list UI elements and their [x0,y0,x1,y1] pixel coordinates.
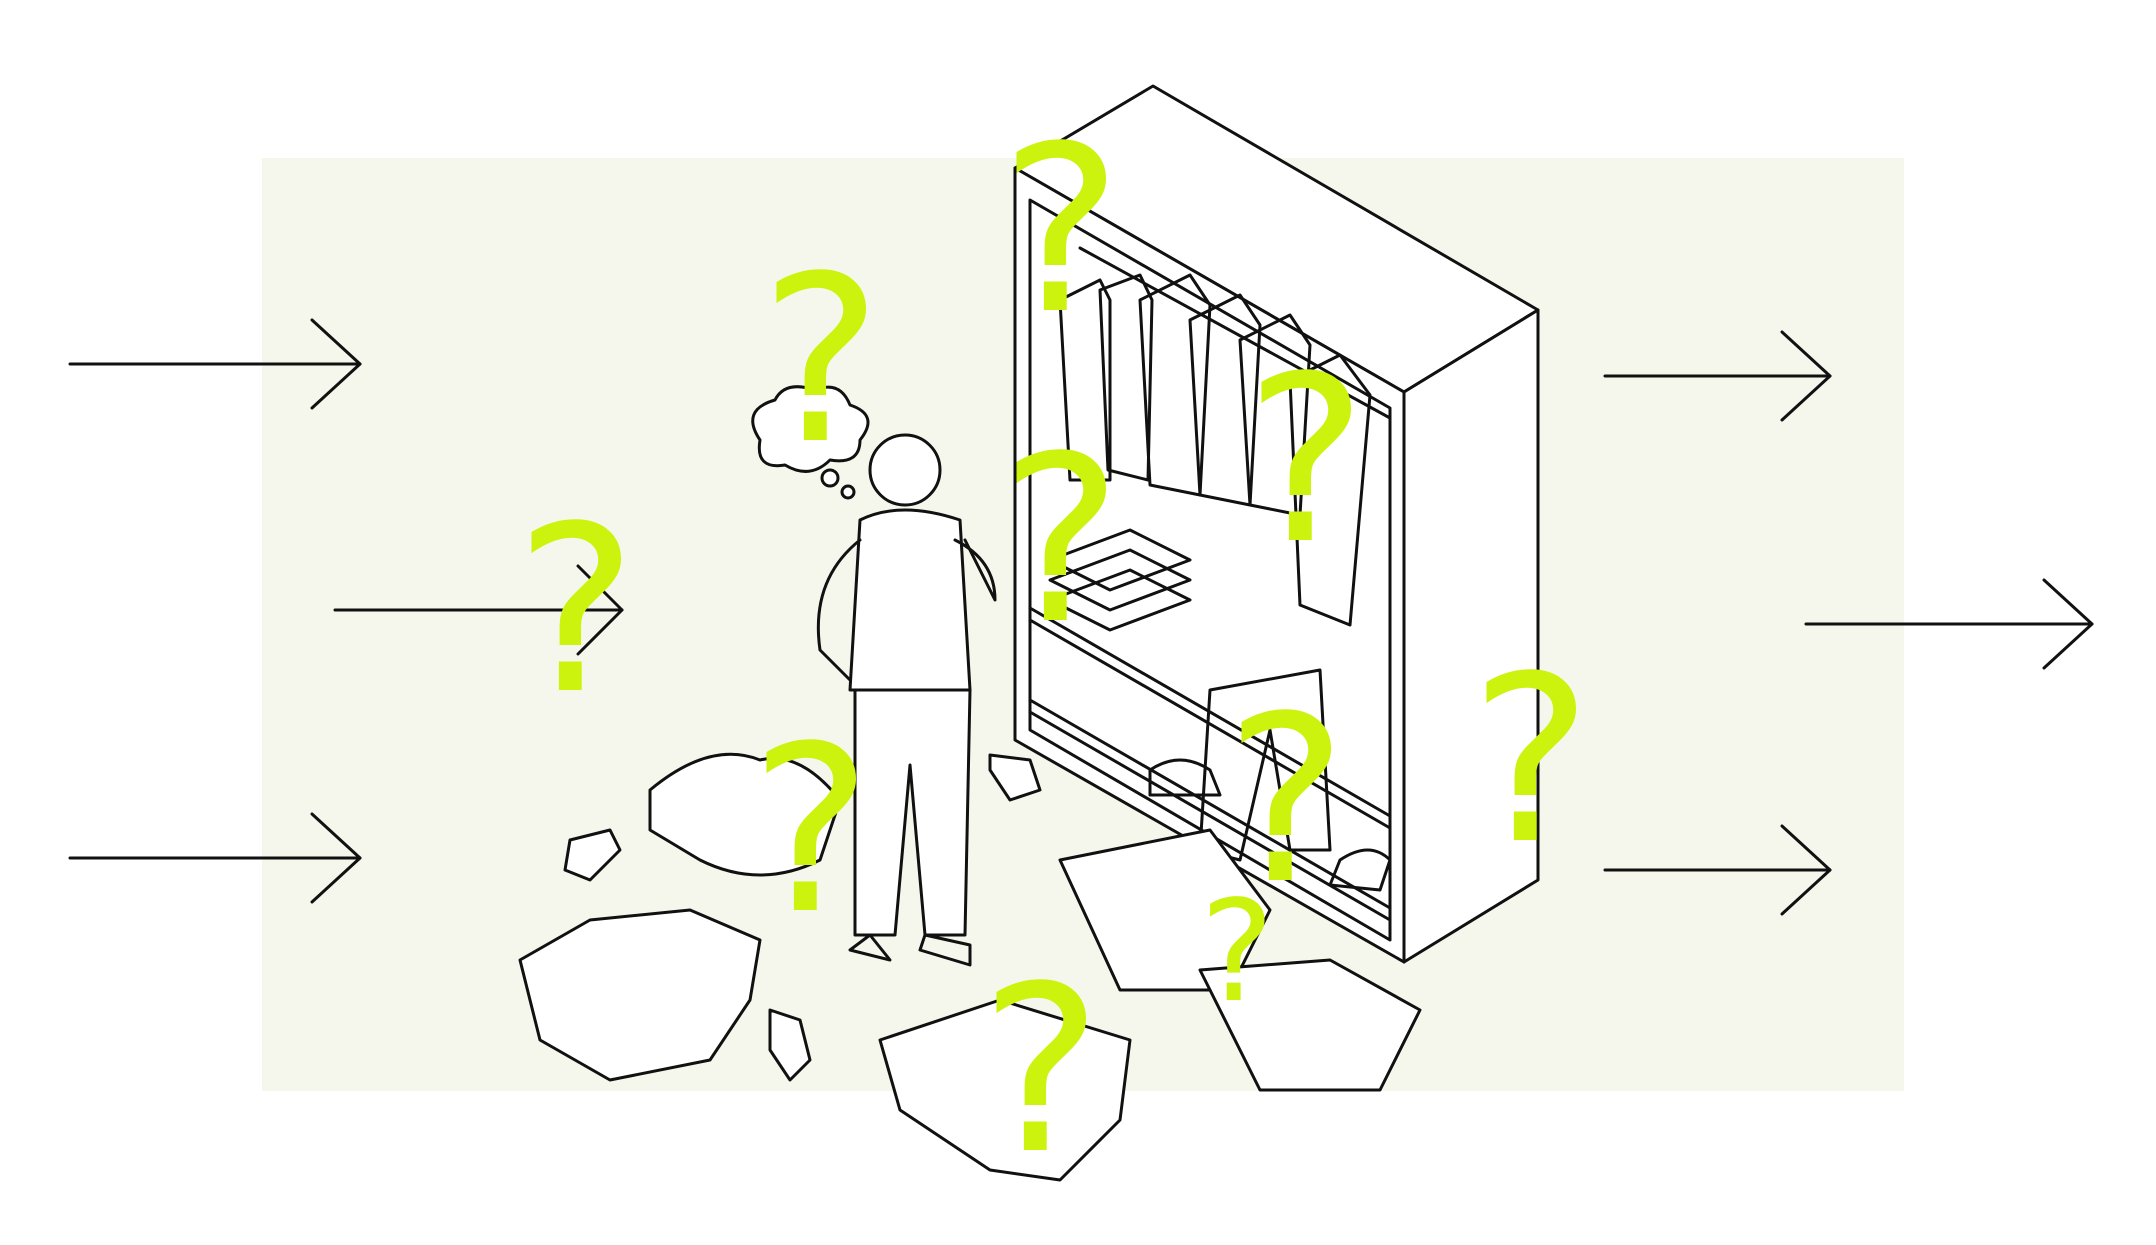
wardrobe [1013,84,1540,964]
scattered-clothes [518,752,1422,1182]
question-mark-icon: ? [980,938,1102,1205]
question-mark-icon: ? [1200,871,1274,1034]
left-arrows [68,318,624,904]
question-mark-icon: ? [750,698,872,965]
right-arrows [1603,330,2094,916]
arrow-right-icon [1804,578,2094,670]
thought-bubble-icon [751,385,870,500]
arrow-right-icon [1603,824,1832,916]
arrow-right-icon [68,318,362,410]
arrow-right-icon [333,564,624,656]
question-mark-icon: ? [1225,668,1347,935]
question-mark-icon: ? [1000,98,1122,365]
arrow-right-icon [1603,330,1832,422]
question-mark-icon: ? [1000,408,1122,675]
question-mark-icon: ? [1245,328,1367,595]
question-mark-icon: ? [515,478,637,745]
question-mark-icon: ? [1470,628,1592,895]
man-figure [816,433,997,967]
question-marks: ? ? ? ? ? ? ? ? ? ? [515,98,1592,1205]
arrow-right-icon [68,812,362,904]
question-mark-icon: ? [760,228,882,495]
